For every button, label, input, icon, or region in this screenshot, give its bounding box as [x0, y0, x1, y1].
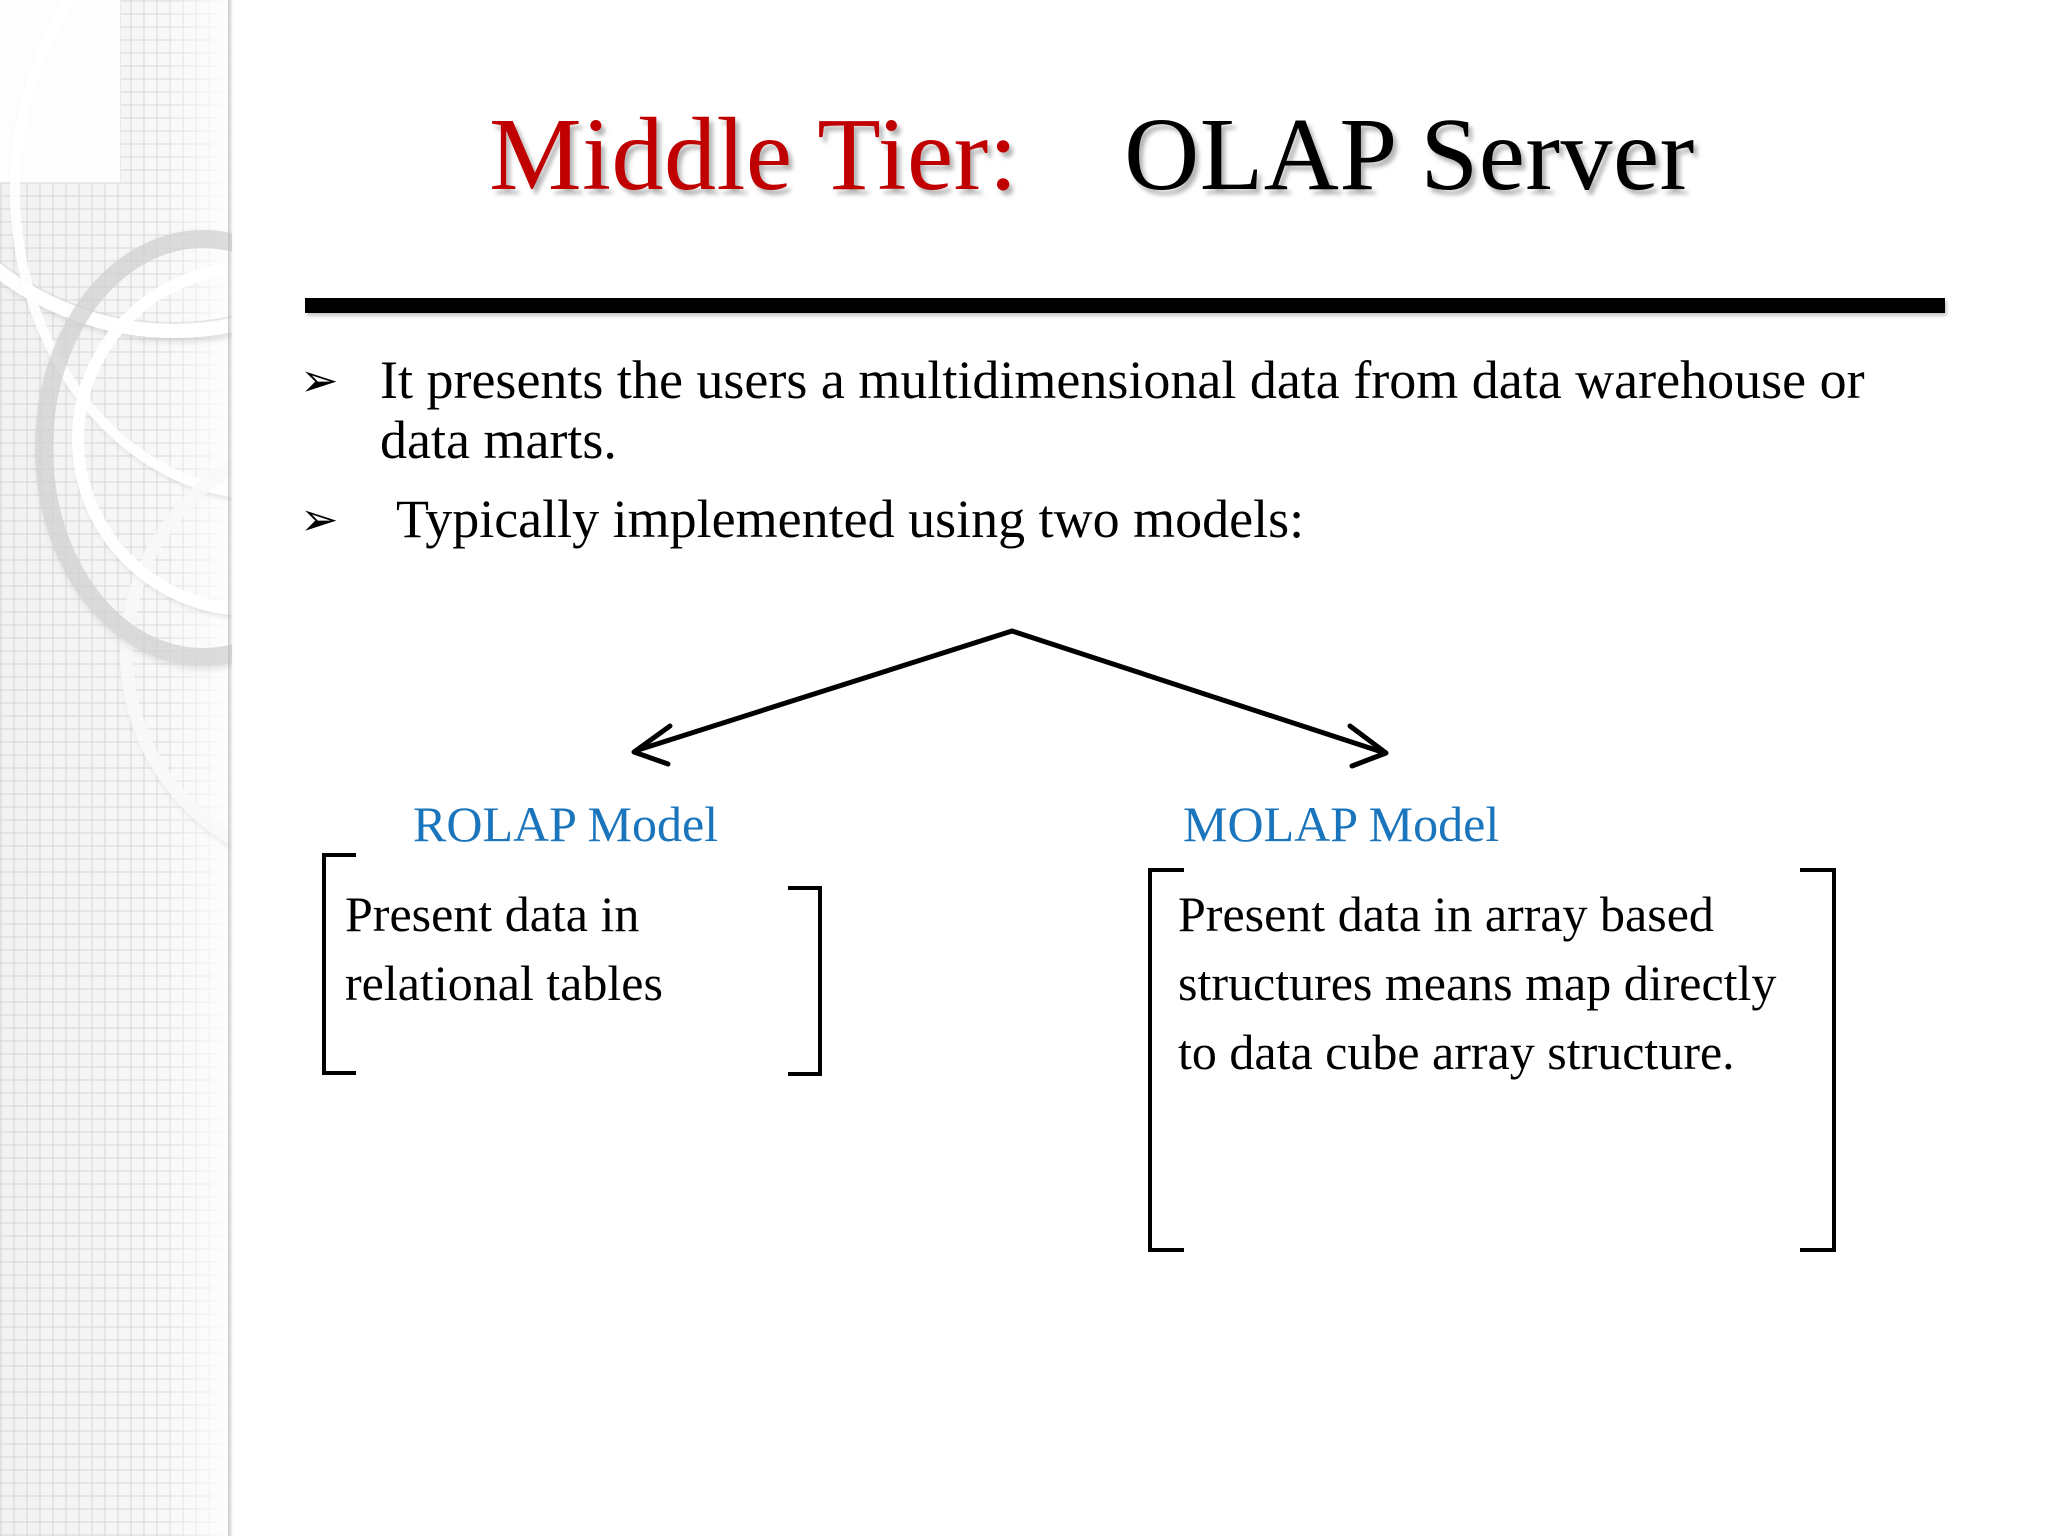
arrow-to-rolap — [631, 628, 1015, 767]
molap-bracket-left — [1148, 868, 1184, 1252]
bullet-item-text: It presents the users a multidimensional… — [380, 350, 1865, 471]
molap-model-label: MOLAP Model — [1183, 796, 1500, 852]
bullet-item-text: Typically implemented using two models: — [396, 488, 1305, 549]
arrow-to-molap — [1009, 628, 1389, 769]
molap-description-text: Present data in array based structures m… — [1178, 886, 1777, 1080]
sidebar-divider — [228, 0, 233, 1536]
bullet-arrow-icon: ➢ — [300, 493, 339, 545]
sidebar-decoration — [0, 0, 232, 1536]
slide-title: Middle Tier: OLAP Server — [232, 100, 1952, 209]
bullet-list: ➢ It presents the users a multidimension… — [300, 350, 1940, 561]
bullet-arrow-icon: ➢ — [300, 355, 339, 406]
title-black-part: OLAP Server — [1124, 97, 1695, 212]
molap-bracket-right — [1800, 868, 1836, 1252]
rolap-model-label: ROLAP Model — [413, 796, 719, 852]
bullet-item: ➢ Typically implemented using two models… — [300, 489, 1940, 549]
rolap-description-text: Present data in relational tables — [345, 886, 663, 1011]
bullet-item: ➢ It presents the users a multidimension… — [300, 350, 1940, 471]
branch-arrows-diagram — [631, 628, 1389, 769]
title-underline-rule — [305, 298, 1945, 313]
title-red-part: Middle Tier: — [489, 97, 1019, 212]
rolap-bracket-left — [322, 853, 356, 1075]
rolap-bracket-right — [788, 886, 822, 1076]
